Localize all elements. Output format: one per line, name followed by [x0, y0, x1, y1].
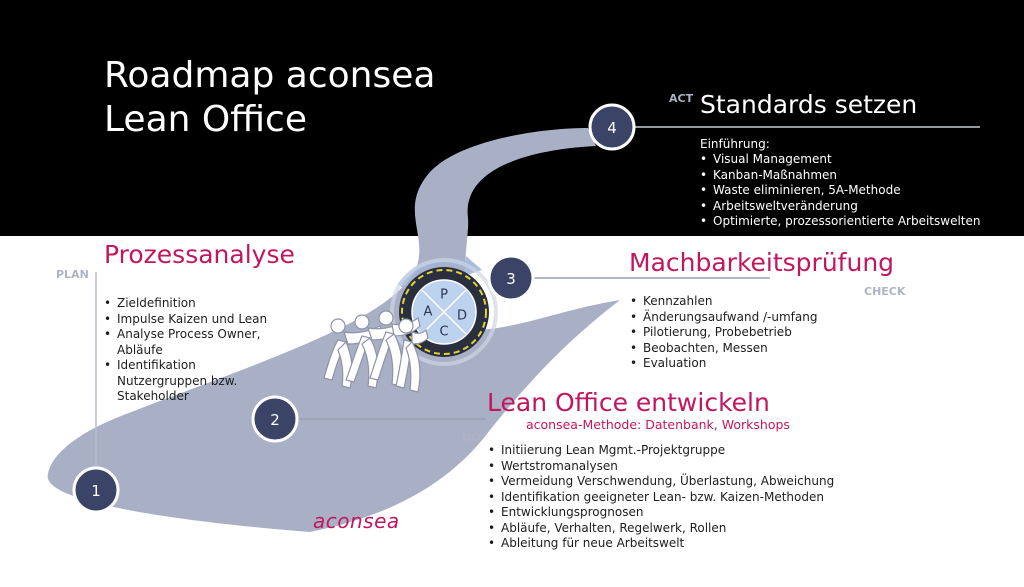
aconsea-logo: aconsea: [313, 509, 400, 533]
do-bullets: Initiierung Lean Mgmt.-Projektgruppe Wer…: [488, 443, 834, 552]
step-number-3: 3: [506, 270, 516, 288]
check-bullet-3: Pilotierung, Probebetrieb: [630, 325, 817, 341]
do-bullet-4: Identifikation geeigneter Lean- bzw. Kai…: [488, 490, 834, 506]
act-bullet-1: Visual Management: [700, 152, 981, 168]
pdca-letter-p: P: [440, 288, 448, 303]
do-bullet-1: Initiierung Lean Mgmt.-Projektgruppe: [488, 443, 834, 459]
plan-bullet-1: Zieldefinition: [104, 296, 267, 312]
phase-title-plan: Prozessanalyse: [104, 240, 295, 269]
plan-bullet-3: Analyse Process Owner,: [104, 327, 267, 343]
act-bullet-2: Kanban-Maßnahmen: [700, 168, 981, 184]
phase-title-check: Machbarkeitsprüfung: [629, 248, 895, 277]
act-bullets: Visual Management Kanban-Maßnahmen Waste…: [700, 152, 981, 230]
do-bullet-6: Abläufe, Verhalten, Regelwerk, Rollen: [488, 521, 834, 537]
plan-bullet-2: Impulse Kaizen und Lean: [104, 312, 267, 328]
do-bullet-7: Ableitung für neue Arbeitswelt: [488, 536, 834, 552]
phase-tag-do: DO: [462, 431, 481, 444]
pdca-letter-c: C: [439, 325, 448, 340]
phase-tag-check: CHECK: [864, 285, 906, 298]
do-bullet-2: Wertstromanalysen: [488, 459, 834, 475]
phase-tag-plan: PLAN: [56, 268, 89, 281]
phase-subtitle-do: aconsea-Methode: Datenbank, Workshops: [526, 417, 790, 432]
pushing-people-illustration: [323, 310, 429, 393]
act-bullet-4: Arbeitsweltveränderung: [700, 199, 981, 215]
phase-tag-act: ACT: [669, 92, 694, 105]
plan-bullet-7: Stakeholder: [117, 389, 189, 403]
check-bullets: Kennzahlen Änderungsaufwand /-umfang Pil…: [630, 294, 817, 372]
step-number-4: 4: [607, 119, 617, 137]
plan-bullets: Zieldefinition Impulse Kaizen und Lean A…: [104, 296, 267, 405]
plan-bullet-5: Identifikation: [104, 358, 267, 374]
do-bullet-3: Vermeidung Verschwendung, Überlastung, A…: [488, 474, 834, 490]
step-marker-3: 3: [487, 254, 535, 302]
step-marker-1: 1: [72, 466, 120, 514]
check-bullet-4: Beobachten, Messen: [630, 341, 817, 357]
check-bullet-5: Evaluation: [630, 356, 817, 372]
plan-bullet-6: Nutzergruppen bzw.: [117, 373, 238, 388]
step-marker-4: 4: [588, 103, 636, 151]
check-bullet-2: Änderungsaufwand /-umfang: [630, 310, 817, 326]
check-bullet-1: Kennzahlen: [630, 294, 817, 310]
pdca-letter-a: A: [424, 305, 433, 320]
pdca-letter-d: D: [457, 309, 467, 324]
step-number-2: 2: [270, 411, 280, 429]
phase-title-do: Lean Office entwickeln: [487, 388, 770, 417]
step-number-1: 1: [91, 482, 101, 500]
step-marker-2: 2: [251, 395, 299, 443]
road: [47, 128, 621, 532]
act-bullet-5: Optimierte, prozessorientierte Arbeitswe…: [700, 214, 981, 230]
plan-bullet-4: Abläufe: [117, 342, 163, 357]
act-intro: Einführung:: [700, 137, 770, 151]
do-bullet-5: Entwicklungsprognosen: [488, 505, 834, 521]
phase-title-act: Standards setzen: [700, 90, 918, 119]
slide-title-line-1: Roadmap aconsea: [104, 55, 436, 96]
slide-title-line-2: Lean Office: [104, 99, 307, 140]
act-bullet-3: Waste eliminieren, 5A-Methode: [700, 183, 981, 199]
